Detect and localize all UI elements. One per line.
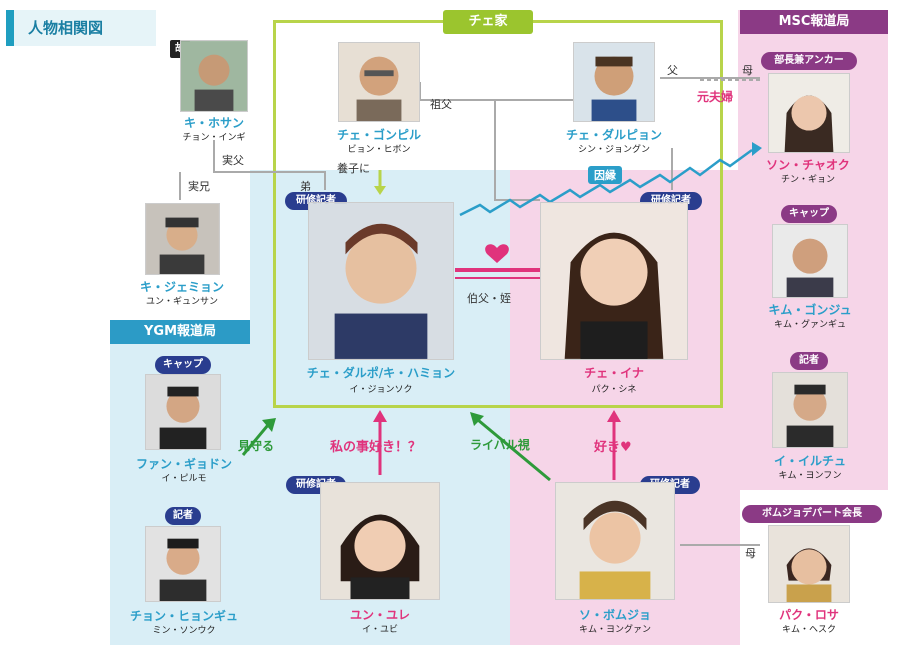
avatar-kim-gonju — [772, 224, 848, 298]
line-rival — [477, 418, 551, 482]
name-yun-yure: ユン・ユレ — [349, 608, 410, 622]
tag-i-iruchu: 記者 — [790, 352, 828, 370]
rel-chichi: 父 — [667, 64, 678, 77]
rel-hakufu: 伯父・姪 — [467, 292, 511, 305]
actor-i-iruchu: キム・ヨンフン — [778, 471, 842, 481]
avatar-ki-jemyon — [145, 203, 220, 275]
rel-otouto: 弟 — [300, 180, 311, 193]
arrow-rival — [470, 412, 484, 426]
actor-chon-hyongyu: ミン・ソンウク — [152, 626, 216, 636]
actor-so-bomujo: キム・ヨングァン — [578, 625, 651, 635]
arrow-suki — [607, 410, 621, 422]
tag-kim-gonju: キャップ — [781, 205, 837, 223]
avatar-ki-hosan — [180, 40, 248, 112]
avatar-fan-gyodon — [145, 374, 221, 450]
actor-paku-rosa: キム・ヘスク — [781, 625, 836, 635]
name-che-darupo: チェ・ダルポ/キ・ハミョン — [306, 366, 456, 380]
name-chon-hyongyu: チョン・ヒョンギュ — [129, 609, 238, 623]
tag-chon-hyongyu: 記者 — [165, 507, 201, 525]
name-kim-gonju: キム・ゴンジュ — [768, 303, 852, 317]
rel-jitsufu: 実父 — [222, 154, 244, 167]
tag-paku-rosa: ボムジョデパート会長 — [742, 505, 882, 523]
name-che-darupyon: チェ・ダルピョン — [565, 128, 662, 142]
arrow-mimamoru — [262, 418, 276, 432]
name-so-bomujo: ソ・ボムジョ — [578, 608, 651, 622]
avatar-che-gonpil — [338, 42, 420, 122]
che-family-header: チェ家 — [443, 10, 533, 34]
rel-inen: 因縁 — [588, 166, 622, 184]
avatar-che-darupo — [308, 202, 454, 360]
actor-kim-gonju: キム・グァンギュ — [773, 320, 846, 330]
name-paku-rosa: パク・ロサ — [779, 608, 839, 622]
avatar-che-darupyon — [573, 42, 655, 122]
avatar-chon-hyongyu — [145, 526, 221, 602]
avatar-so-bomujo — [555, 482, 675, 600]
avatar-yun-yure — [320, 482, 440, 600]
actor-che-darupyon: シン・ジョングン — [577, 145, 650, 155]
arrow-watashi — [373, 410, 387, 422]
name-i-iruchu: イ・イルチュ — [773, 454, 846, 468]
actor-yun-yure: イ・ユビ — [361, 625, 398, 635]
name-ki-hosan: キ・ホサン — [183, 116, 244, 130]
actor-ki-hosan: チョン・インギ — [182, 133, 246, 143]
line-mimamoru — [241, 424, 270, 456]
name-che-ina: チェ・イナ — [584, 366, 644, 380]
page-title: 人物相関図 — [6, 10, 156, 46]
line-inen — [459, 148, 753, 217]
tag-fan-gyodon: キャップ — [155, 356, 211, 374]
rel-rival: ライバル視 — [470, 438, 530, 452]
arrow-inen — [752, 142, 762, 156]
actor-che-darupo: イ・ジョンソク — [349, 385, 413, 395]
rel-haha: 母 — [742, 64, 753, 77]
actor-ki-jemyon: ユン・ギュンサン — [145, 297, 218, 307]
avatar-paku-rosa — [768, 525, 850, 603]
name-che-gonpil: チェ・ゴンピル — [336, 128, 421, 142]
rel-mimamoru: 見守る — [238, 439, 275, 453]
rel-watashi-suki: 私の事好き！？ — [330, 440, 422, 455]
avatar-i-iruchu — [772, 372, 848, 448]
ygm-header: YGM報道局 — [110, 320, 250, 344]
actor-son-chaoku: チン・ギョン — [780, 175, 835, 185]
name-son-chaoku: ソン・チャオク — [766, 158, 850, 172]
line-jitsufu — [213, 140, 326, 190]
tag-son-chaoku: 部長兼アンカー — [761, 52, 857, 70]
rel-sofu: 祖父 — [430, 98, 452, 111]
msc-header: MSC報道局 — [740, 10, 888, 34]
rel-jikkei: 実兄 — [188, 180, 210, 193]
rel-youshi: 養子に — [337, 162, 370, 175]
rel-motofuufu: 元夫婦 — [697, 90, 734, 104]
heart-icon — [485, 244, 509, 263]
actor-che-ina: パク・シネ — [591, 385, 637, 395]
actor-che-gonpil: ビョン・ヒボン — [347, 145, 411, 155]
arrow-youshi — [374, 186, 386, 195]
name-fan-gyodon: ファン・ギョドン — [135, 457, 232, 471]
avatar-che-ina — [540, 202, 688, 360]
name-ki-jemyon: キ・ジェミョン — [139, 280, 224, 294]
rel-haha-rosa: 母 — [745, 547, 756, 560]
actor-fan-gyodon: イ・ピルモ — [161, 474, 207, 484]
rel-suki: 好き♥ — [594, 440, 632, 455]
avatar-son-chaoku — [768, 73, 850, 153]
